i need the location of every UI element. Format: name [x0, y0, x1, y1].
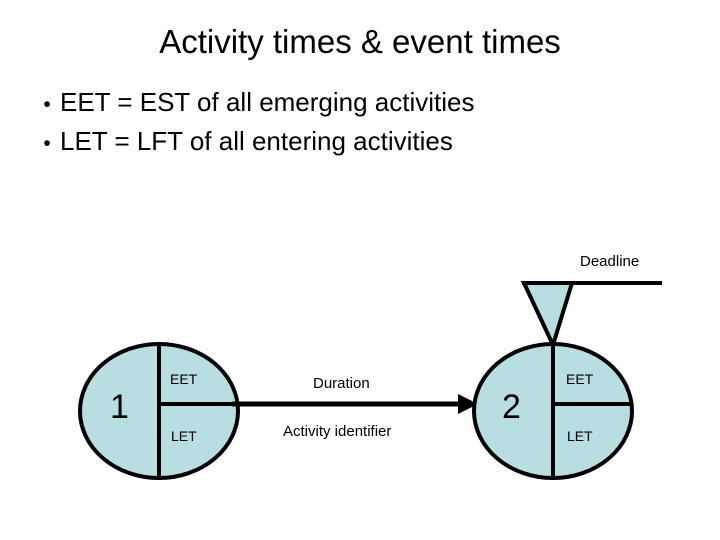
deadline-marker: [520, 281, 662, 351]
activity-arrow: [232, 394, 478, 414]
node-1-eet-label: EET: [170, 371, 198, 387]
node-1-let-label: LET: [171, 428, 197, 444]
bullet-item-2: • LET = LFT of all entering activities: [34, 125, 694, 160]
event-node-2: [472, 342, 634, 480]
deadline-triangle-icon: [520, 281, 575, 351]
deadline-label: Deadline: [580, 253, 640, 270]
node-2-eet-label: EET: [566, 371, 594, 387]
slide-title: Activity times & event times: [159, 23, 561, 60]
node-2-let-label: LET: [567, 428, 593, 444]
node-1-circle: [78, 342, 240, 480]
edge-activity-identifier-label: Activity identifier: [283, 423, 392, 440]
edge-duration-label: Duration: [313, 375, 370, 392]
event-node-1: [78, 342, 240, 480]
bullet-marker-icon: •: [43, 93, 51, 116]
node-2-circle: [472, 342, 634, 480]
bullet-text-2: LET = LFT of all entering activities: [60, 126, 453, 156]
bullet-text-1: EET = EST of all emerging activities: [60, 87, 475, 117]
node-1-number: 1: [110, 388, 129, 426]
bullet-item-1: • EET = EST of all emerging activities: [34, 86, 694, 121]
bullet-list: • EET = EST of all emerging activities •…: [34, 86, 694, 164]
node-2-number: 2: [502, 388, 521, 426]
bullet-marker-icon: •: [43, 132, 51, 155]
activity-arrow-head-icon: [458, 394, 478, 414]
